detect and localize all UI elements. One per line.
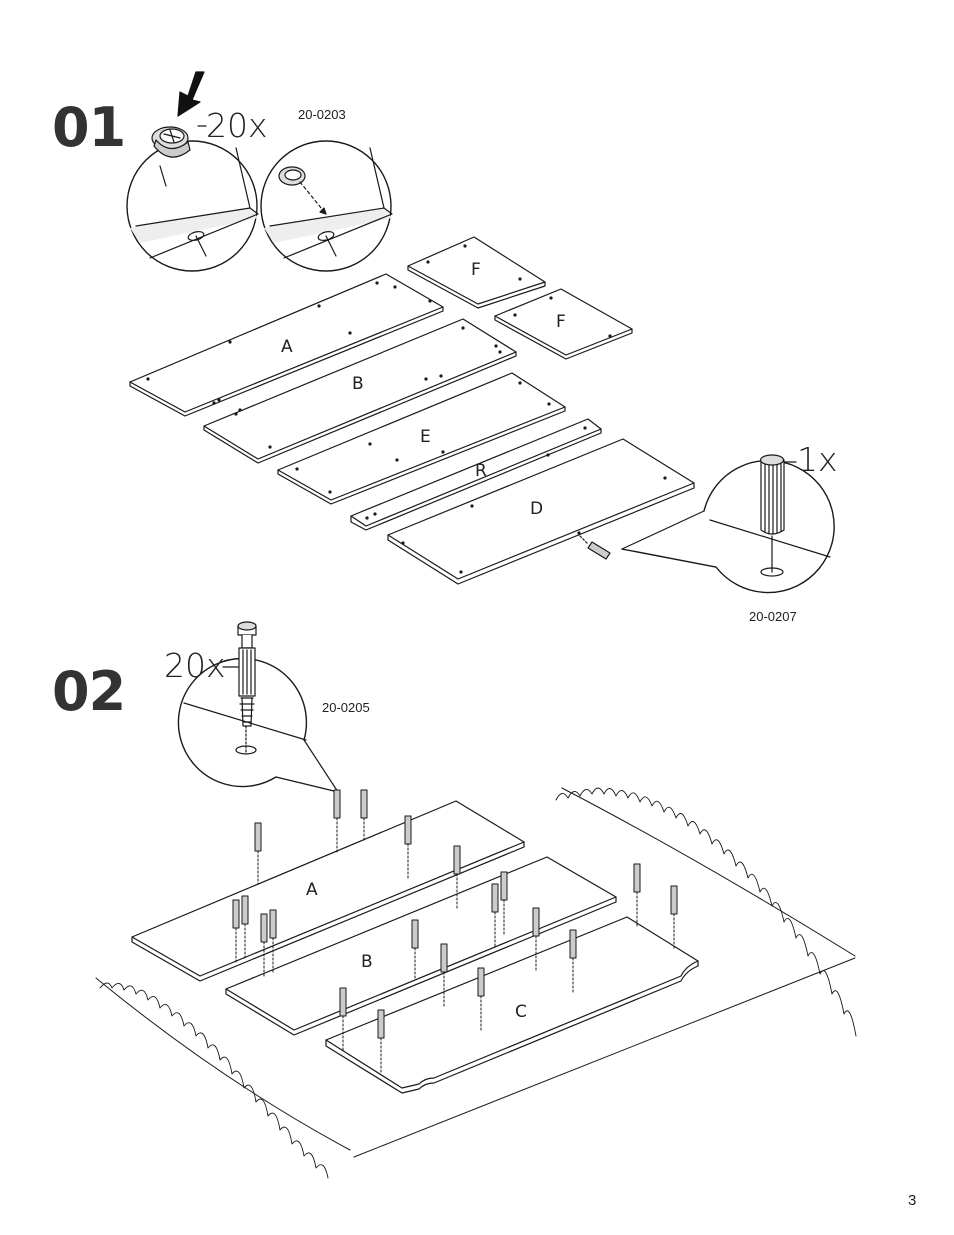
cam-bolt-quantity: 20x bbox=[164, 646, 226, 685]
rug-outline bbox=[96, 788, 856, 1178]
cam-bolt-set bbox=[233, 790, 677, 1072]
panel-label-c-step2: C bbox=[515, 1002, 527, 1022]
panel-label-b-step2: B bbox=[361, 952, 373, 972]
small-dowel bbox=[580, 536, 610, 559]
panel-holes bbox=[146, 244, 667, 574]
panel-label-a-step2: A bbox=[306, 880, 318, 900]
step-number-02: 02 bbox=[52, 660, 126, 723]
panel-label-f-bottom: F bbox=[556, 312, 566, 332]
panel-f-top bbox=[407, 237, 546, 309]
panel-r bbox=[350, 419, 602, 531]
panel-label-a: A bbox=[281, 337, 293, 357]
arrow-down-icon bbox=[178, 72, 204, 116]
panel-d bbox=[387, 439, 695, 585]
panel-label-r: R bbox=[475, 461, 487, 481]
dowel-detail-circle bbox=[622, 460, 843, 596]
cam-bolt-icon bbox=[238, 622, 256, 726]
wooden-dowel-icon bbox=[761, 455, 785, 534]
panel-label-e: E bbox=[420, 427, 431, 447]
panel-b bbox=[203, 319, 517, 464]
panel-label-d: D bbox=[530, 499, 544, 519]
panel-a bbox=[129, 274, 444, 417]
cam-lock-quantity: 20x bbox=[206, 106, 268, 145]
panel-b-step2 bbox=[225, 857, 617, 1036]
cam-lock-detail-circle-1 bbox=[127, 141, 258, 271]
dowel-quantity: 1x bbox=[797, 440, 838, 479]
cam-bolt-part-code: 20-0205 bbox=[322, 700, 370, 715]
panel-label-f-top: F bbox=[471, 260, 481, 280]
cam-lock-icon bbox=[152, 127, 190, 186]
panel-f-bottom bbox=[494, 289, 633, 360]
dowel-part-code: 20-0207 bbox=[749, 609, 797, 624]
cam-lock-detail-circle-2 bbox=[261, 141, 392, 271]
panel-c-step2 bbox=[326, 917, 698, 1093]
step-number-01: 01 bbox=[52, 96, 126, 159]
panel-label-b: B bbox=[352, 374, 364, 394]
page-number: 3 bbox=[908, 1192, 917, 1209]
panel-e bbox=[277, 373, 566, 505]
panel-a-step2 bbox=[131, 801, 525, 982]
cam-lock-part-code: 20-0203 bbox=[298, 107, 346, 122]
